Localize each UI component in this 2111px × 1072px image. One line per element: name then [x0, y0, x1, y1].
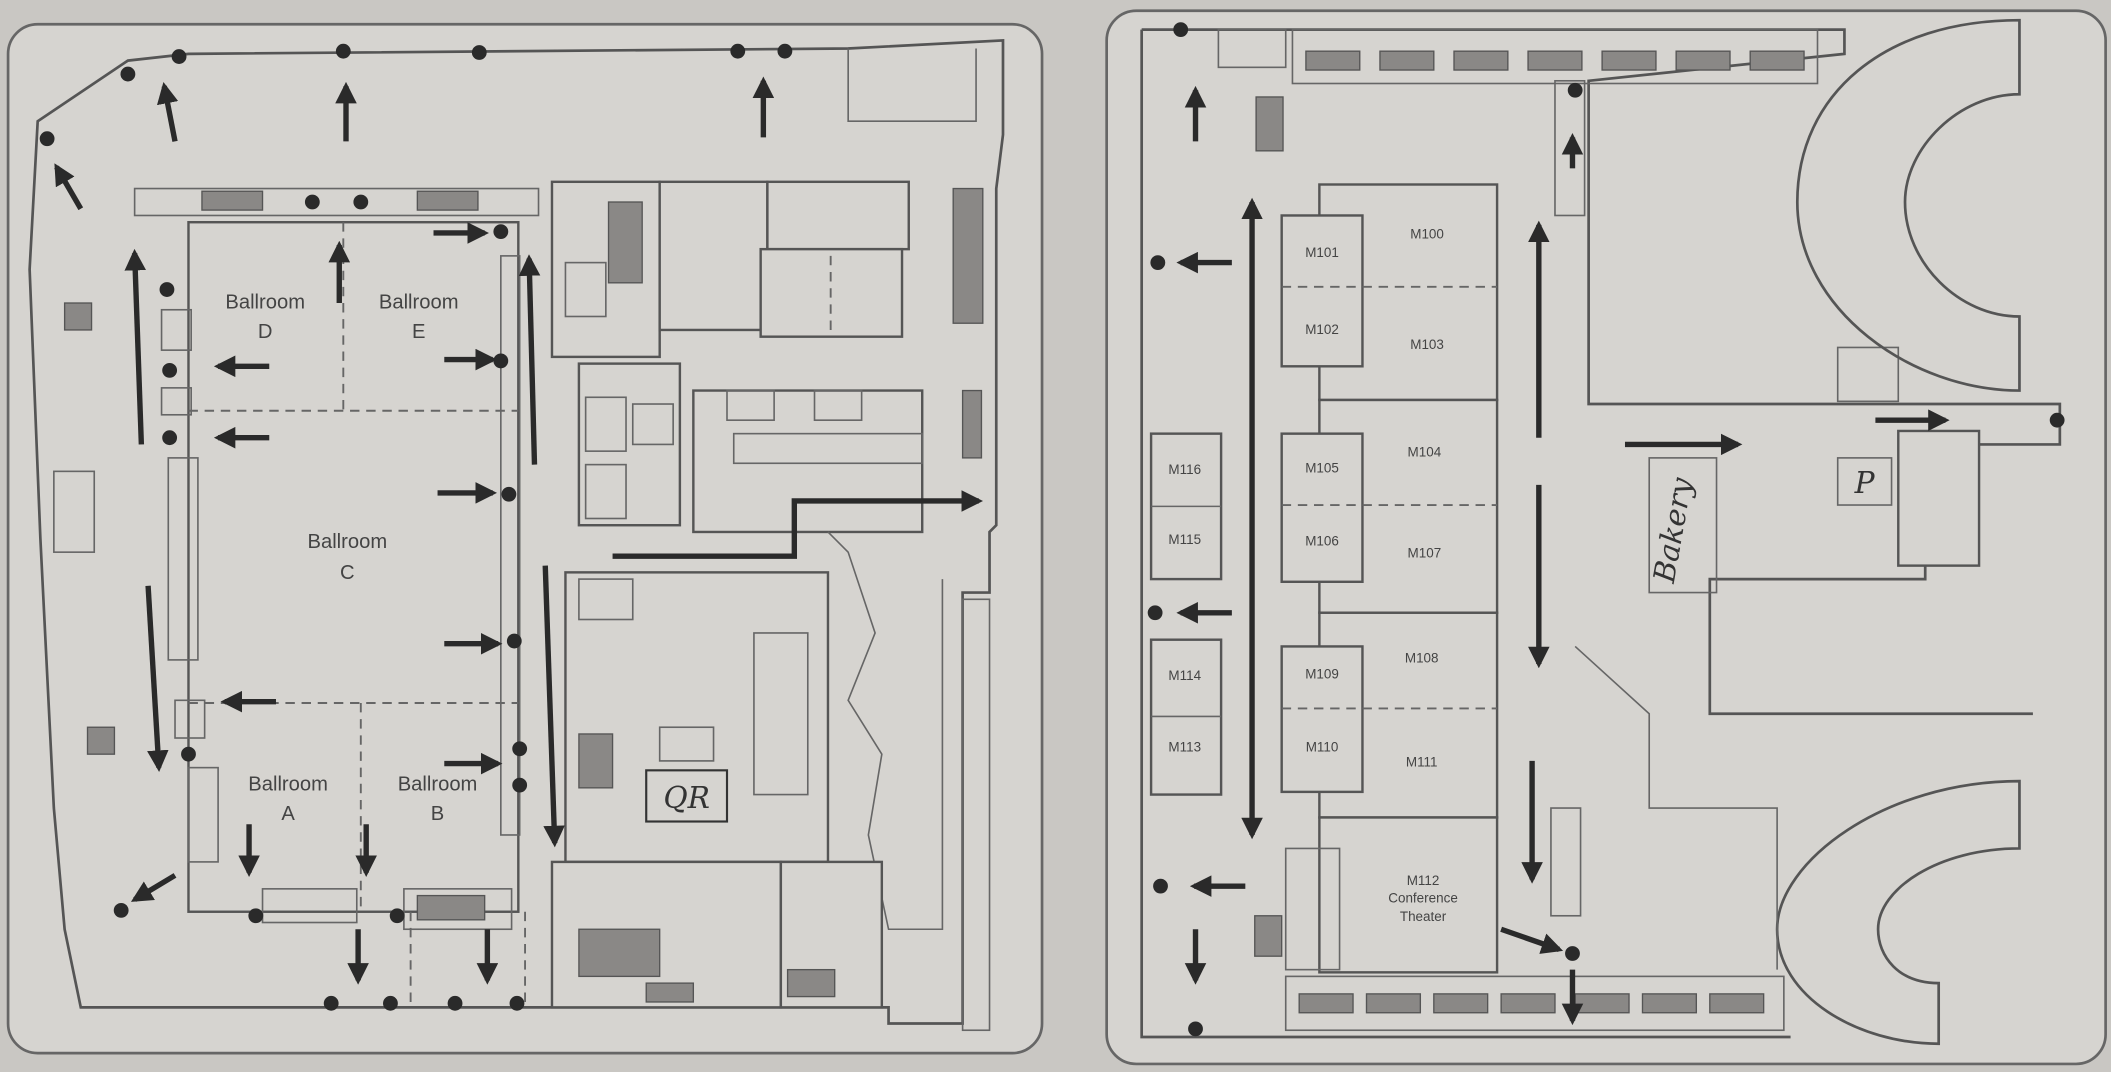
exit-point-marker [335, 43, 351, 59]
exit-point-marker [162, 430, 178, 446]
evacuation-arrow [145, 585, 169, 772]
upper-curved-structure [1795, 18, 2021, 392]
exit-point-marker [1173, 22, 1189, 38]
exit-points-left [39, 43, 793, 1011]
room-label-m113: M113 [1168, 739, 1201, 754]
svg-text:Ballroom: Ballroom [308, 531, 388, 553]
evacuation-arrow [518, 254, 541, 465]
qr-code-note [645, 769, 729, 823]
exit-point-marker [493, 353, 509, 369]
exit-point-marker [304, 194, 320, 210]
p-note-text: P [1854, 466, 1876, 500]
evacuation-arrows-left [54, 76, 775, 985]
left-building-outline [28, 38, 1005, 1025]
exit-point-marker [1153, 878, 1168, 894]
room-label-m103: M103 [1410, 337, 1444, 352]
exit-point-marker [248, 908, 264, 924]
exit-point-marker [1565, 946, 1580, 961]
room-label-m116: M116 [1168, 462, 1201, 477]
exit-point-marker [389, 908, 405, 924]
room-label-m110: M110 [1306, 739, 1339, 754]
exit-point-marker [512, 741, 528, 757]
right-floor-plan: Bakery P M101 M102 M100 M103 M105 M106 M… [1105, 9, 2107, 1066]
svg-text:Ballroom: Ballroom [379, 291, 459, 313]
svg-text:A: A [281, 803, 295, 825]
exit-point-marker [39, 131, 55, 147]
exit-point-marker [1150, 255, 1166, 271]
exit-point-marker [777, 43, 793, 59]
room-label-ballroom-e: Ballroom E [379, 291, 459, 343]
exit-point-marker [353, 194, 369, 210]
evacuation-arrow [54, 163, 84, 211]
evacuation-arrow [130, 873, 177, 902]
svg-text:Theater: Theater [1400, 909, 1447, 924]
qr-note-text: QR [663, 781, 710, 815]
evacuation-arrow [542, 565, 565, 848]
svg-text:Ballroom: Ballroom [398, 774, 478, 796]
svg-text:Ballroom: Ballroom [248, 774, 328, 796]
room-label-m100: M100 [1410, 226, 1444, 241]
lower-curved-structure [1775, 779, 2021, 1046]
exit-point-marker [509, 995, 525, 1011]
svg-text:B: B [431, 803, 444, 825]
exit-point-marker [120, 66, 136, 82]
room-label-m108: M108 [1405, 651, 1439, 666]
room-label-ballroom-c: Ballroom C [308, 531, 388, 584]
exit-point-marker [2049, 412, 2065, 428]
svg-text:E: E [412, 321, 425, 343]
exit-point-marker [506, 633, 522, 649]
exit-point-marker [512, 777, 528, 793]
room-label-ballroom-d: Ballroom D [225, 291, 305, 343]
exit-point-marker [1567, 82, 1583, 98]
evacuation-arrows-right [1176, 85, 1950, 1026]
room-label-ballroom-a: Ballroom A [248, 774, 328, 826]
room-label-m115: M115 [1168, 532, 1201, 547]
room-label-m107: M107 [1408, 546, 1442, 561]
bakery-note-box [1648, 457, 1718, 594]
exit-point-marker [501, 486, 517, 502]
evacuation-arrow [124, 248, 147, 445]
svg-text:Conference: Conference [1388, 890, 1458, 905]
exit-point-marker [1147, 605, 1163, 621]
room-label-m114: M114 [1168, 668, 1201, 683]
exit-point-marker [113, 902, 129, 918]
room-label-m106: M106 [1305, 533, 1339, 548]
evacuation-route-arrow [612, 490, 984, 559]
svg-text:C: C [340, 562, 355, 584]
ballroom-block [187, 220, 520, 913]
exit-point-marker [171, 49, 187, 64]
exit-point-marker [162, 362, 178, 378]
room-label-m109: M109 [1305, 667, 1339, 682]
exit-point-marker [383, 995, 398, 1011]
room-label-m104: M104 [1408, 445, 1442, 460]
exit-point-marker [1188, 1021, 1203, 1037]
left-floor-plan: QR Ballroom D Ballroom E Ballroom C Ball… [6, 22, 1044, 1055]
left-plan-border [6, 22, 1044, 1055]
exit-point-marker [730, 43, 746, 59]
room-label-m112: M112 Conference Theater [1388, 873, 1458, 924]
svg-text:Ballroom: Ballroom [225, 291, 305, 313]
exit-point-marker [447, 995, 463, 1011]
room-label-ballroom-b: Ballroom B [398, 774, 478, 826]
exit-point-marker [159, 282, 175, 297]
svg-text:D: D [258, 321, 273, 343]
exit-point-marker [471, 45, 487, 60]
evacuation-arrow [1500, 926, 1564, 954]
exit-point-marker [493, 224, 509, 240]
top-stair-row [1291, 28, 1819, 85]
room-label-m102: M102 [1305, 322, 1339, 337]
svg-text:M112: M112 [1407, 873, 1440, 888]
room-label-m105: M105 [1305, 461, 1339, 476]
exit-points-right [1147, 22, 2065, 1037]
exit-point-marker [323, 995, 339, 1011]
exit-point-marker [181, 746, 196, 762]
room-label-m101: M101 [1305, 245, 1339, 260]
bottom-stair-row [1284, 975, 1785, 1032]
evacuation-arrow [156, 81, 179, 142]
room-label-m111: M111 [1406, 754, 1438, 769]
